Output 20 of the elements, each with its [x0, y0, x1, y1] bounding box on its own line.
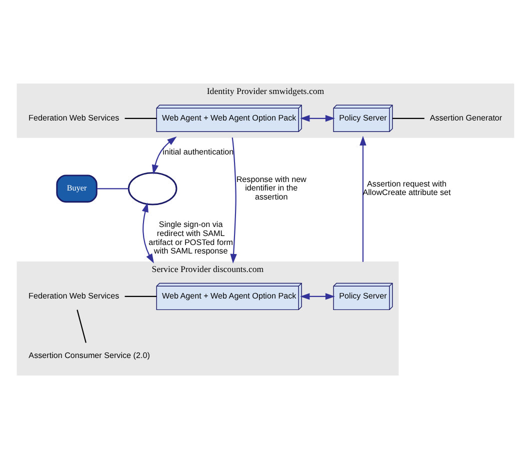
node-text: Assertion Generator [430, 113, 502, 122]
arrow [230, 137, 237, 264]
edge-label: Single sign-on via redirect with SAML artifact or POSTed form with SAML response [148, 220, 234, 256]
edge-label: Response with new identifier in the assertion [236, 174, 306, 202]
arrow [300, 293, 336, 300]
connector [96, 188, 129, 190]
arrow [300, 115, 336, 122]
connector [124, 296, 157, 297]
node-text: Federation Web Services [28, 292, 120, 301]
edge-label: initial authentication [162, 147, 234, 156]
arrow [142, 202, 154, 264]
arrow [152, 136, 177, 174]
connector [124, 118, 157, 119]
node-text: Assertion Consumer Service (2.0) [28, 351, 150, 360]
node-cloud [128, 172, 178, 206]
connector [392, 118, 424, 119]
arrow [360, 136, 366, 262]
connector [76, 310, 86, 343]
node-box: Buyer [56, 174, 98, 203]
node-text: Federation Web Services [28, 113, 120, 122]
